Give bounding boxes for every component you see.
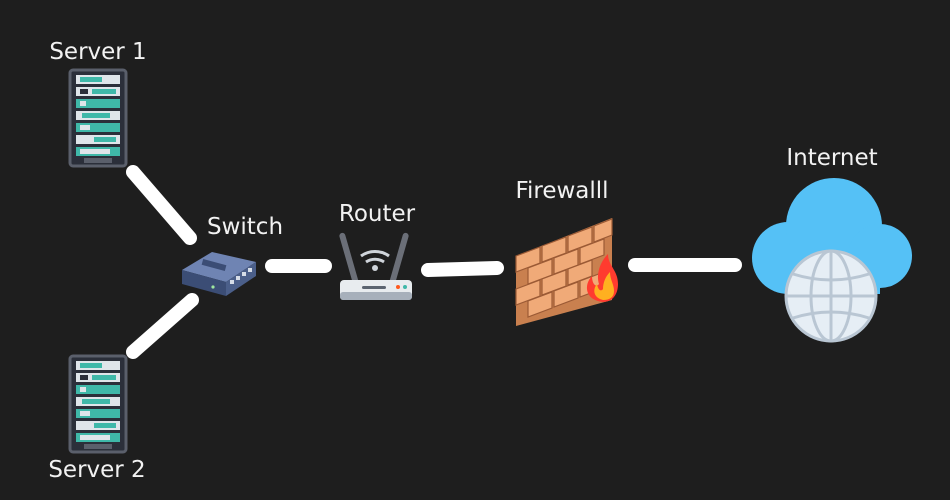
link-server2-switch bbox=[126, 293, 199, 359]
server-rack-icon bbox=[68, 354, 128, 454]
server-rack-icon bbox=[68, 68, 128, 168]
link-router-firewall bbox=[421, 261, 504, 277]
internet-label: Internet bbox=[786, 145, 878, 171]
cloud-globe-icon bbox=[752, 178, 912, 343]
link-server1-switch bbox=[126, 165, 197, 245]
router-label: Router bbox=[338, 201, 416, 227]
brick-wall-fire-icon bbox=[515, 218, 618, 326]
server1-label: Server 1 bbox=[49, 39, 147, 65]
switch-label: Switch bbox=[206, 214, 284, 240]
links bbox=[126, 165, 742, 359]
wifi-router-icon bbox=[339, 232, 412, 300]
firewall-label: Firewalll bbox=[515, 178, 609, 204]
server2-label: Server 2 bbox=[48, 457, 146, 483]
network-switch-icon bbox=[182, 252, 256, 296]
